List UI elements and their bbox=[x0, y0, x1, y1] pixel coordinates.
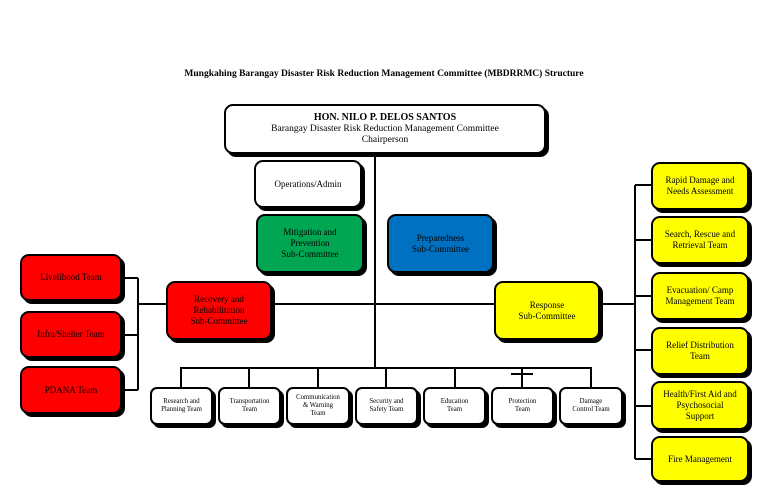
team-label: Health/First Aid and bbox=[663, 389, 737, 400]
mitigation-line: Sub-Committee bbox=[281, 248, 339, 259]
damage-control-team-box: Damage Control Team bbox=[559, 387, 623, 425]
response-subcommittee-box: Response Sub-Committee bbox=[494, 281, 600, 340]
team-label: Safety Team bbox=[369, 406, 404, 413]
team-label: Control Team bbox=[572, 406, 610, 413]
team-label: Team bbox=[447, 406, 462, 413]
health-first-aid-box: Health/First Aid and Psychosocial Suppor… bbox=[651, 381, 749, 430]
chairperson-committee: Barangay Disaster Risk Reduction Managem… bbox=[271, 123, 499, 134]
operations-admin-box: Operations/Admin bbox=[254, 160, 362, 208]
team-label: Education bbox=[440, 397, 469, 405]
preparedness-line: Preparedness bbox=[416, 232, 465, 243]
response-line: Response bbox=[529, 299, 565, 310]
education-team-box: Education Team bbox=[423, 387, 486, 425]
team-label: Management Team bbox=[665, 296, 735, 306]
page-title: Mungkahing Barangay Disaster Risk Reduct… bbox=[184, 69, 584, 79]
mitigation-line: Mitigation and bbox=[283, 227, 337, 238]
infra-shelter-team-box: Infra/Shelter Team bbox=[20, 311, 122, 358]
protection-team-box: Protection Team bbox=[491, 387, 554, 425]
search-rescue-retrieval-box: Search, Rescue and Retrieval Team bbox=[651, 216, 749, 264]
recovery-line: Sub-Committee bbox=[190, 315, 248, 326]
security-safety-team-box: Security and Safety Team bbox=[355, 387, 418, 425]
team-label: Communication bbox=[296, 393, 340, 401]
preparedness-subcommittee-box: Preparedness Sub-Committee bbox=[387, 214, 494, 273]
team-label: Fire Management bbox=[668, 453, 732, 464]
chairperson-box: HON. NILO P. DELOS SANTOS Barangay Disas… bbox=[224, 104, 546, 154]
team-label: Protection bbox=[508, 397, 537, 405]
communication-warning-team-box: Communication & Warning Team bbox=[286, 387, 350, 425]
team-label: Psychosocial bbox=[676, 400, 724, 411]
team-label: Team bbox=[690, 351, 710, 361]
dash-mark bbox=[511, 373, 533, 375]
team-label: Security and bbox=[369, 397, 404, 405]
team-label: Rapid Damage and bbox=[665, 175, 735, 186]
team-label: & Warning bbox=[302, 401, 334, 409]
research-planning-team-box: Research and Planning Team bbox=[150, 387, 213, 425]
team-label: Team bbox=[310, 410, 326, 418]
operations-admin-label: Operations/Admin bbox=[274, 178, 342, 189]
team-label: Support bbox=[685, 410, 715, 421]
team-label: Infra/Shelter Team bbox=[37, 329, 105, 340]
mitigation-subcommittee-box: Mitigation and Prevention Sub-Committee bbox=[256, 214, 364, 273]
team-label: Evacuation/ Camp bbox=[666, 285, 734, 296]
fire-management-box: Fire Management bbox=[651, 436, 749, 482]
team-label: Needs Assessment bbox=[666, 186, 734, 196]
rapid-damage-assessment-box: Rapid Damage and Needs Assessment bbox=[651, 162, 749, 210]
team-label: PDANA Team bbox=[44, 384, 98, 395]
team-label: Retrieval Team bbox=[672, 240, 728, 250]
team-label: Damage bbox=[579, 397, 603, 405]
response-line: Sub-Committee bbox=[518, 310, 576, 321]
recovery-line: Recovery and bbox=[194, 294, 244, 305]
recovery-line: Rehabilitation bbox=[193, 305, 245, 316]
mitigation-line: Prevention bbox=[290, 238, 330, 249]
team-label: Livelihood Team bbox=[40, 272, 102, 283]
chairperson-position: Chairperson bbox=[361, 135, 409, 145]
preparedness-line: Sub-Committee bbox=[412, 243, 469, 254]
team-label: Research and bbox=[163, 397, 200, 405]
transportation-team-box: Transportation Team bbox=[218, 387, 281, 425]
relief-distribution-box: Relief Distribution Team bbox=[651, 327, 749, 375]
team-label: Team bbox=[515, 406, 530, 413]
chairperson-name: HON. NILO P. DELOS SANTOS bbox=[313, 111, 457, 123]
livelihood-team-box: Livelihood Team bbox=[20, 254, 122, 301]
recovery-subcommittee-box: Recovery and Rehabilitation Sub-Committe… bbox=[166, 281, 272, 340]
team-label: Relief Distribution bbox=[666, 340, 734, 351]
team-label: Search, Rescue and bbox=[664, 229, 736, 240]
team-label: Team bbox=[242, 406, 257, 413]
pdana-team-box: PDANA Team bbox=[20, 366, 122, 414]
evacuation-camp-management-box: Evacuation/ Camp Management Team bbox=[651, 272, 749, 320]
team-label: Planning Team bbox=[161, 406, 202, 413]
team-label: Transportation bbox=[229, 397, 270, 405]
